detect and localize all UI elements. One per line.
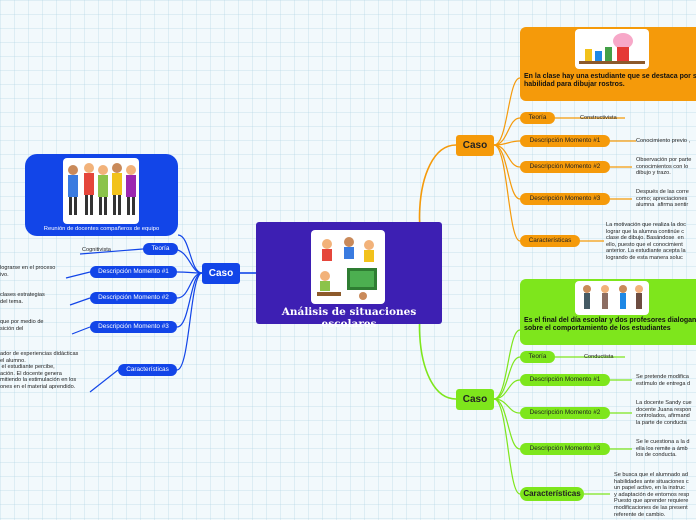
pill-momento1-top[interactable]: Descripción Momento #1 xyxy=(520,135,610,147)
pill-caracteristicas-top[interactable]: Características xyxy=(520,235,580,247)
topic-profesores-dialogan[interactable]: Es el final del día escolar y dos profes… xyxy=(520,279,696,345)
leaf-momento2-top: Observación por parte conocimientos con … xyxy=(636,157,692,177)
pill-teoria-bottom[interactable]: Teoría xyxy=(520,351,555,363)
leaf-teoria-bottom: Conductista xyxy=(584,354,614,360)
topic-profesores-text: Es el final del día escolar y dos profes… xyxy=(524,317,696,333)
pill-momento2-bottom[interactable]: Descripción Momento #2 xyxy=(520,407,610,419)
leaf-momento1-top: Conocimiento previo , xyxy=(636,138,691,144)
pill-momento3-bottom[interactable]: Descripción Momento #3 xyxy=(520,443,610,455)
leaf-caracteristicas-bottom: Se busca que el alumnado ad habilidades … xyxy=(614,472,690,518)
pill-momento1-bottom[interactable]: Descripción Momento #1 xyxy=(520,374,610,386)
leaf-momento3-bottom: Se le cuestiona a la d ella los remite a… xyxy=(636,439,690,459)
pill-momento3-left[interactable]: Descripción Momento #3 xyxy=(90,321,177,333)
central-topic[interactable]: Análisis de situaciones escolares xyxy=(256,222,442,330)
teachers-group-illustration xyxy=(63,158,139,224)
topic-estudiante-dibujo[interactable]: En la clase hay una estudiante que se de… xyxy=(520,27,696,101)
leaf-teoria-left: Cognitivista xyxy=(82,247,111,253)
peppa-pig-painting-illustration xyxy=(575,29,649,69)
leaf-momento2-left: clases estrategias del tema. xyxy=(0,292,45,305)
topic-reunion-caption: Reunión de docentes compañeros de equipo xyxy=(43,226,160,232)
leaf-momento3-top: Después de las corre como; apreciaciones… xyxy=(636,189,689,209)
leaf-teoria-top: Constructivista xyxy=(580,115,617,121)
caso-node-bottom[interactable]: Caso xyxy=(456,389,494,410)
pill-teoria-top[interactable]: Teoría xyxy=(520,112,555,124)
leaf-momento1-left: lograrse en el proceso ivo. xyxy=(0,265,56,278)
pill-caracteristicas-left[interactable]: Características xyxy=(118,364,177,376)
central-title: Análisis de situaciones escolares xyxy=(281,306,417,330)
topic-estudiante-dibujo-text: En la clase hay una estudiante que se de… xyxy=(524,73,696,89)
pill-teoria-left[interactable]: Teoría xyxy=(143,243,178,255)
pill-momento2-top[interactable]: Descripción Momento #2 xyxy=(520,161,610,173)
leaf-momento3-left: que por medio de sición del xyxy=(0,319,44,332)
leaf-caracteristicas-left: ador de experiencias didácticas el alumn… xyxy=(0,351,79,390)
teachers-talking-illustration xyxy=(575,281,649,315)
pill-momento3-top[interactable]: Descripción Momento #3 xyxy=(520,193,610,205)
children-activities-illustration xyxy=(311,230,385,304)
pill-momento2-left[interactable]: Descripción Momento #2 xyxy=(90,292,177,304)
pill-momento1-left[interactable]: Descripción Momento #1 xyxy=(90,266,177,278)
leaf-momento1-bottom: Se pretende modifica estímulo de entrega… xyxy=(636,374,691,387)
caso-node-top[interactable]: Caso xyxy=(456,135,494,156)
leaf-caracteristicas-top: La motivación que realiza la doc lograr … xyxy=(606,222,686,261)
caso-node-left[interactable]: Caso xyxy=(202,263,240,284)
pill-caracteristicas-bottom[interactable]: Características xyxy=(520,487,584,501)
topic-reunion-docentes[interactable]: Reunión de docentes compañeros de equipo xyxy=(25,154,178,236)
leaf-momento2-bottom: La docente Sandy cue docente Juana respo… xyxy=(636,400,692,426)
